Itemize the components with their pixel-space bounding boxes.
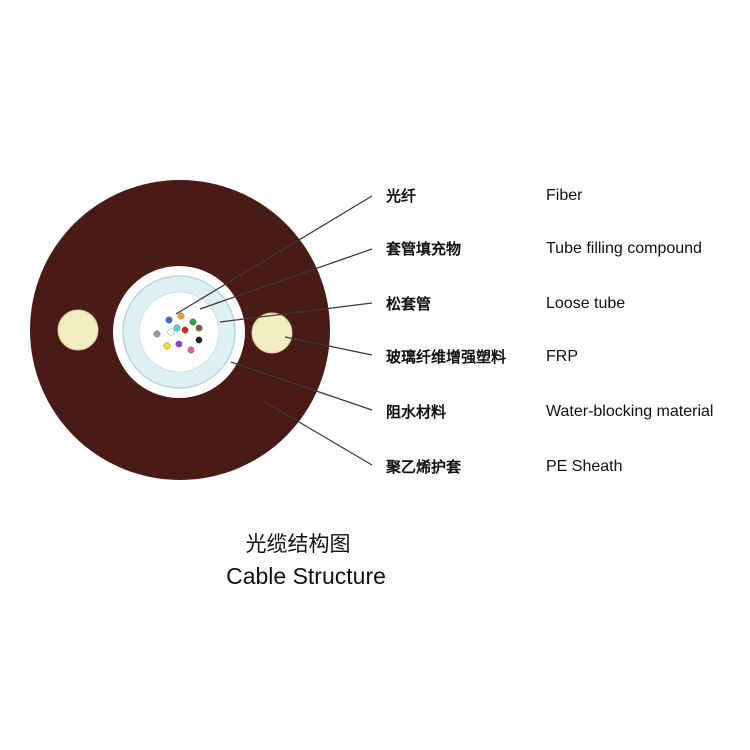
fiber-dot — [181, 326, 189, 334]
label-cn-pe-sheath: 聚乙烯护套 — [385, 458, 462, 476]
label-en-filling: Tube filling compound — [546, 240, 702, 257]
tube-filling-compound — [138, 291, 220, 373]
leader-line-loose-tube — [219, 302, 373, 323]
label-en-pe-sheath: PE Sheath — [546, 458, 623, 475]
leader-line-water-blocking — [230, 361, 373, 411]
label-cn-water-blocking: 阻水材料 — [386, 403, 446, 421]
label-en-fiber: Fiber — [546, 187, 583, 204]
frp-left — [57, 309, 99, 351]
label-cn-fiber: 光纤 — [385, 187, 416, 205]
fiber-dot — [165, 316, 173, 324]
fiber-dot — [173, 324, 181, 332]
label-cn-frp: 玻璃纤维增强塑料 — [386, 348, 506, 366]
fiber-dot — [189, 318, 197, 326]
leader-line-fiber — [175, 195, 373, 315]
leader-line-pe-sheath — [264, 401, 373, 466]
fiber-dot — [167, 328, 175, 336]
leader-line-frp — [284, 336, 373, 356]
label-en-loose-tube: Loose tube — [546, 295, 625, 312]
fiber-dot — [163, 342, 171, 350]
fiber-dot — [195, 336, 203, 344]
frp-right — [251, 312, 293, 354]
caption-en: Cable Structure — [226, 563, 386, 589]
fiber-dot — [177, 312, 185, 320]
fiber-dot — [153, 330, 161, 338]
label-en-water-blocking: Water-blocking material — [546, 403, 713, 420]
leader-line-filling — [199, 248, 373, 310]
label-en-frp: FRP — [546, 348, 578, 365]
label-cn-loose-tube: 松套管 — [386, 295, 431, 313]
fiber-dot — [175, 340, 183, 348]
fiber-dot — [187, 346, 195, 354]
fiber-dot — [195, 324, 203, 332]
caption-cn: 光缆结构图 — [246, 532, 351, 556]
fiber-bundle — [153, 312, 203, 354]
label-cn-filling: 套管填充物 — [385, 240, 461, 258]
